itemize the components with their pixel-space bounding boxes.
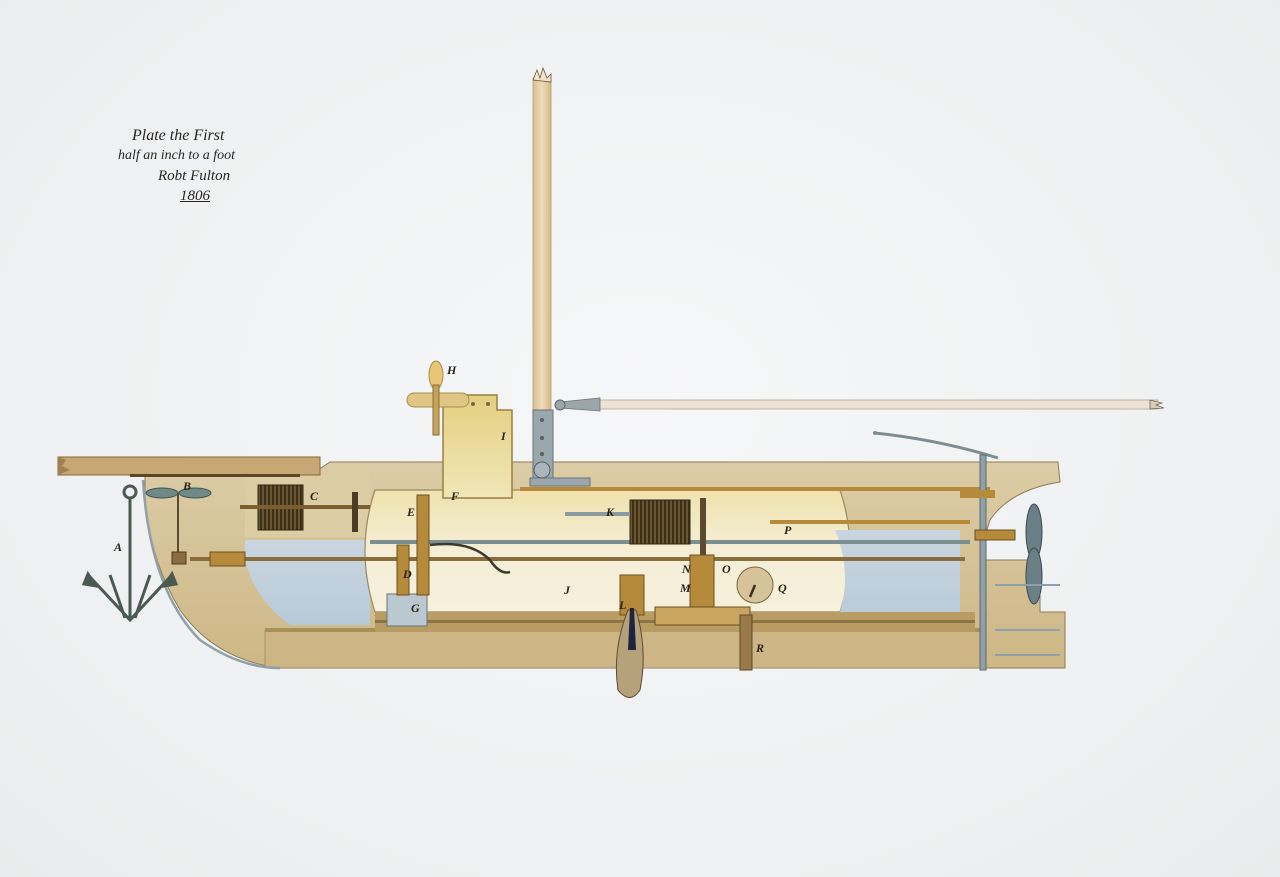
inscription-title: Plate the First bbox=[132, 127, 225, 144]
label-n: N bbox=[681, 562, 692, 576]
label-q: Q bbox=[778, 581, 787, 595]
hose bbox=[429, 542, 511, 574]
tiller-h bbox=[428, 360, 444, 436]
reservoir-g bbox=[386, 494, 430, 627]
label-l: L bbox=[618, 598, 626, 612]
label-a: A bbox=[113, 540, 122, 554]
bow-propeller bbox=[145, 487, 212, 565]
label-b: B bbox=[182, 479, 191, 493]
label-j: J bbox=[563, 583, 571, 597]
drop-keel bbox=[615, 608, 644, 698]
bow-plating bbox=[141, 479, 281, 670]
stern-assembly bbox=[873, 431, 1060, 671]
mast-bracket bbox=[529, 409, 591, 487]
label-m: M bbox=[679, 581, 691, 595]
label-c: C bbox=[310, 489, 319, 503]
pipe-r bbox=[739, 614, 753, 671]
conning-tower bbox=[406, 392, 513, 499]
inscription-author: Robt Fulton bbox=[158, 168, 231, 184]
label-f: F bbox=[450, 489, 459, 503]
plate-inscription: Plate the First half an inch to a foot R… bbox=[118, 126, 308, 206]
inscription-year: 1806 bbox=[180, 188, 210, 204]
anchor bbox=[81, 484, 179, 623]
label-r: R bbox=[755, 641, 764, 655]
inscription-scale: half an inch to a foot bbox=[118, 148, 236, 163]
label-g: G bbox=[411, 601, 420, 615]
boom bbox=[554, 397, 1165, 412]
winch-c bbox=[240, 484, 370, 532]
label-h: H bbox=[446, 363, 457, 377]
mast bbox=[532, 66, 552, 419]
label-d: D bbox=[402, 567, 412, 581]
label-p: P bbox=[784, 523, 792, 537]
label-i: I bbox=[500, 429, 507, 443]
label-o: O bbox=[722, 562, 731, 576]
pump-mechanism bbox=[619, 554, 751, 626]
label-e: E bbox=[406, 505, 415, 519]
winch-k bbox=[565, 498, 706, 578]
bow-deck-spar bbox=[57, 456, 321, 477]
label-k: K bbox=[605, 505, 615, 519]
component-labels: A B C D E F G H I J K L M N O P Q R bbox=[113, 363, 792, 655]
